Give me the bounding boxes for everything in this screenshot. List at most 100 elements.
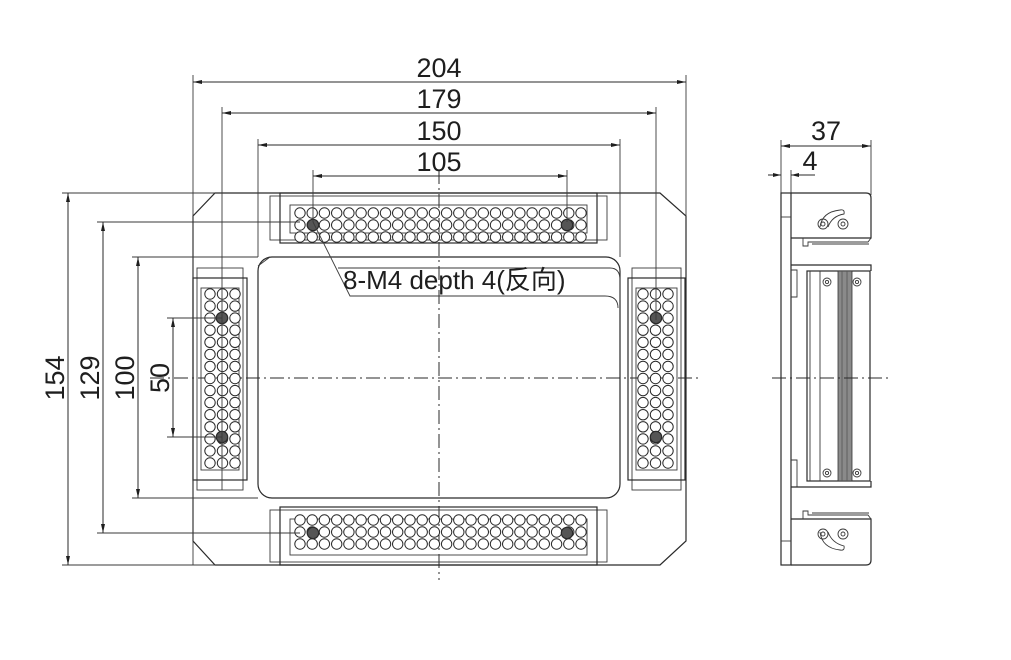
pin-hole <box>526 514 538 526</box>
side-top-clamp <box>791 192 872 247</box>
pin-hole <box>216 421 229 433</box>
pin-hole <box>563 514 575 526</box>
pin-hole <box>465 526 477 538</box>
pin-hole <box>514 219 526 231</box>
pin-hole <box>416 538 428 550</box>
pin-hole <box>440 231 453 243</box>
pin-hole <box>216 324 229 336</box>
pin-hole <box>306 231 318 243</box>
dim-label-179: 179 <box>416 84 461 114</box>
pin-hole <box>229 348 241 361</box>
pin-hole <box>440 207 453 219</box>
pin-hole <box>465 538 477 550</box>
pin-hole <box>355 538 367 550</box>
pin-hole <box>649 445 662 457</box>
pin-hole <box>355 526 367 538</box>
pin-hole <box>318 514 331 526</box>
pin-hole <box>379 538 392 550</box>
pin-hole <box>637 384 649 397</box>
pin-hole <box>204 324 216 336</box>
pin-hole <box>379 219 392 231</box>
pin-hole <box>477 219 489 231</box>
dim-label-50: 50 <box>145 363 175 393</box>
pin-hole <box>229 421 241 433</box>
pin-hole <box>331 207 343 219</box>
pin-hole <box>538 219 550 231</box>
pin-hole <box>465 231 477 243</box>
pin-hole <box>563 538 575 550</box>
pin-hole <box>637 409 649 421</box>
pin-hole <box>637 445 649 457</box>
pin-hole <box>306 207 318 219</box>
pin-hole <box>204 360 216 373</box>
pin-hole <box>367 219 379 231</box>
pin-hole <box>637 288 649 300</box>
pin-hole <box>355 219 367 231</box>
screw-icon <box>817 528 829 540</box>
pin-hole <box>229 409 241 421</box>
pin-hole <box>204 433 216 445</box>
pin-hole <box>550 219 563 231</box>
pin-hole <box>489 207 502 219</box>
dim-side-depth: 37 <box>780 116 872 195</box>
pin-hole <box>404 231 416 243</box>
pin-hole <box>318 219 331 231</box>
pin-hole <box>216 348 229 361</box>
pin-hole <box>550 231 563 243</box>
pin-hole <box>216 360 229 373</box>
pin-hole <box>204 457 216 469</box>
pin-hole <box>662 336 674 348</box>
pin-hole <box>331 219 343 231</box>
pin-hole <box>343 538 355 550</box>
pin-hole <box>331 231 343 243</box>
pin-hole <box>575 207 587 219</box>
screw-icon <box>837 218 849 230</box>
pin-hole <box>649 396 662 409</box>
pin-hole <box>502 526 514 538</box>
pin-hole <box>392 538 404 550</box>
pin-hole <box>477 514 489 526</box>
pin-hole <box>306 538 318 550</box>
pin-hole <box>367 231 379 243</box>
pin-hole <box>538 526 550 538</box>
pin-hole <box>229 300 241 312</box>
pin-hole <box>392 526 404 538</box>
pin-hole <box>204 384 216 397</box>
pin-hole <box>392 207 404 219</box>
pin-hole <box>216 445 229 457</box>
pin-hole <box>216 409 229 421</box>
pin-hole <box>649 336 662 348</box>
side-base-plate <box>780 192 792 566</box>
pin-hole <box>343 514 355 526</box>
pin-hole <box>637 300 649 312</box>
pin-hole <box>465 514 477 526</box>
pin-hole <box>355 231 367 243</box>
pin-hole <box>637 372 649 385</box>
thread-callout: 8-M4 depth 4(反向) <box>312 221 621 309</box>
pin-hole <box>404 207 416 219</box>
pin-hole <box>440 514 453 526</box>
pin-hole <box>637 457 649 469</box>
pin-hole <box>637 433 649 445</box>
pin-hole <box>453 538 465 550</box>
pin-hole <box>575 526 587 538</box>
pin-hole <box>367 526 379 538</box>
connectors <box>192 192 686 566</box>
pin-hole <box>229 445 241 457</box>
pin-hole <box>575 538 587 550</box>
pin-hole <box>649 300 662 312</box>
pin-hole <box>404 219 416 231</box>
pin-hole <box>379 207 392 219</box>
pin-hole <box>649 348 662 361</box>
pin-hole <box>404 538 416 550</box>
side-bottom-clamp <box>791 510 872 566</box>
pin-hole <box>649 457 662 469</box>
dim-label-100: 100 <box>110 355 140 400</box>
dim-label-204: 204 <box>416 53 461 83</box>
callout-label: 8-M4 depth 4(反向) <box>343 265 566 295</box>
pin-hole <box>306 514 318 526</box>
dim-label-4: 4 <box>802 146 817 176</box>
dim-mount-height: 129 <box>75 222 105 533</box>
pin-hole <box>440 219 453 231</box>
